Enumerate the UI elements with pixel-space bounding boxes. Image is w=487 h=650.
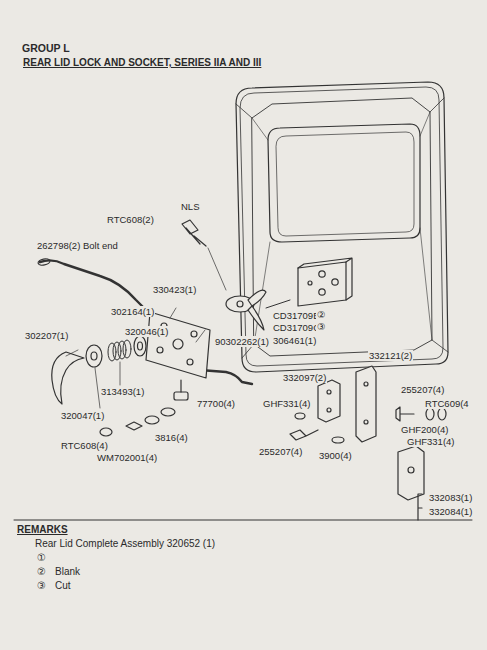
part-number: 90302262(1)	[214, 336, 270, 347]
part-note: NLS	[180, 201, 200, 212]
group-heading: GROUP L	[22, 42, 70, 54]
rear-lid	[236, 82, 448, 372]
part-number: 77700(4)	[196, 398, 236, 409]
part-number: WM702001(4)	[96, 452, 158, 463]
subtitle: REAR LID LOCK AND SOCKET, SERIES IIA AND…	[22, 57, 262, 68]
part-number: 255207(4)	[400, 384, 445, 395]
part-number: RTC608(2)	[106, 214, 155, 225]
part-number: 3816(4)	[154, 432, 189, 443]
part-number: 332083(1)	[428, 492, 473, 503]
part-number: 320047(1)	[60, 410, 105, 421]
part-number: GHF200(4)	[400, 424, 450, 435]
part-number: CD31709C	[272, 322, 321, 333]
part-number: 330423(1)	[152, 284, 197, 295]
remarks-text: Cut	[54, 580, 72, 591]
option-mark: ③	[36, 580, 47, 591]
option-mark: ①	[36, 552, 47, 563]
part-number: CD31709B	[272, 310, 320, 321]
part-number: 320046(1)	[124, 326, 169, 337]
part-number: 262798(2) Bolt end	[36, 240, 119, 251]
part-number: 255207(4)	[258, 446, 303, 457]
remarks-heading: REMARKS	[16, 524, 69, 535]
part-number: RTC609(4	[424, 398, 470, 409]
remarks-text: Rear Lid Complete Assembly 320652 (1)	[34, 538, 216, 549]
part-number: GHF331(4)	[406, 436, 456, 447]
part-number: 332097(2)	[282, 372, 327, 383]
remarks-text: Blank	[54, 566, 81, 577]
option-mark: ②	[36, 566, 47, 577]
part-number: 306461(1)	[272, 335, 317, 346]
part-number: GHF331(4)	[262, 398, 312, 409]
part-number: 302164(1)	[110, 306, 155, 317]
option-mark: ②	[316, 309, 327, 320]
option-mark: ③	[316, 321, 327, 332]
part-number: 302207(1)	[24, 330, 69, 341]
part-number: RTC608(4)	[60, 440, 109, 451]
part-number: 332084(1)	[428, 506, 473, 517]
part-number: 332121(2)	[368, 350, 413, 361]
part-number: 313493(1)	[100, 386, 145, 397]
part-number: 3900(4)	[318, 450, 353, 461]
